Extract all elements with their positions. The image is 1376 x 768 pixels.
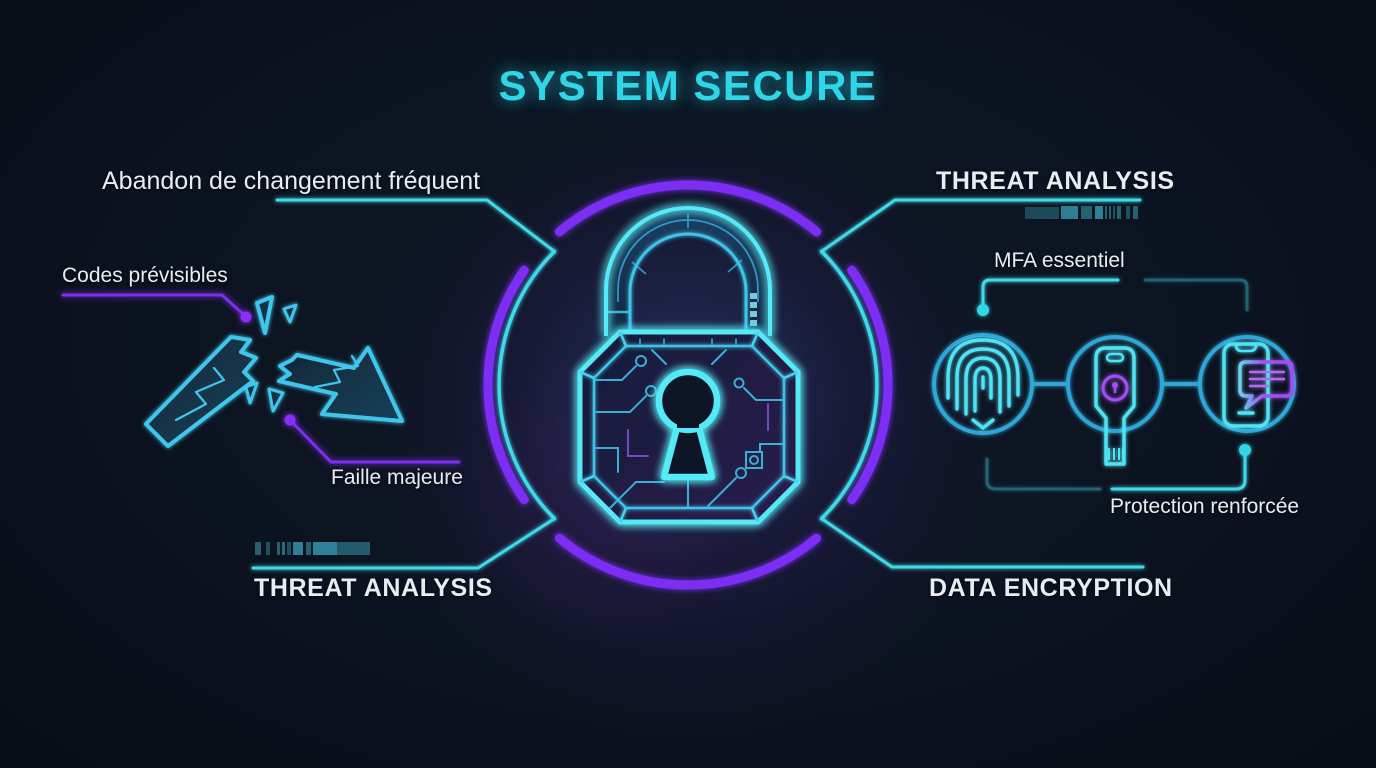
phone-message-icon: [1222, 342, 1294, 428]
callout-dots-cyan: [977, 304, 1251, 456]
icon-circle: [932, 333, 1034, 435]
shard: [255, 295, 274, 335]
callout-line-top-right: [820, 198, 1142, 253]
arrow-shaft-fragment: [144, 335, 258, 448]
broken-arrow-icon: [144, 295, 404, 448]
corner-facets: [579, 331, 799, 523]
label-abandon-changement: Abandon de changement fréquent: [102, 167, 481, 195]
mfa-connector: [981, 278, 1120, 308]
protection-connector: [1110, 451, 1247, 491]
protection-connector-faint: [985, 457, 1102, 491]
shard: [267, 387, 285, 413]
ring-cyan-arcs: [497, 249, 879, 521]
padlock-shackle: [606, 208, 770, 336]
callout-line-bottom-left: [251, 517, 556, 570]
callout-line-top-left: [275, 198, 556, 253]
callout-line-bottom-right: [820, 517, 1145, 569]
security-key-icon: [1094, 346, 1136, 466]
shard: [244, 381, 259, 405]
arrow-head-fragment: [277, 346, 404, 423]
circuit-traces: [593, 338, 785, 509]
label-protection-renforcee: Protection renforcée: [1110, 495, 1300, 518]
pixel-bar-bottom-left: [255, 542, 370, 555]
label-data-encryption: DATA ENCRYPTION: [929, 574, 1173, 602]
label-faille-majeure: Faille majeure: [331, 466, 463, 489]
label-mfa-essentiel: MFA essentiel: [994, 249, 1125, 272]
pixel-bar-top-right: [1025, 206, 1138, 219]
keyhole: [655, 368, 721, 481]
mfa-icons-row: [932, 333, 1296, 466]
phone-notch: [1234, 344, 1258, 353]
chat-bubble: [1238, 360, 1294, 410]
circuit-padlock-icon: [577, 206, 801, 525]
crack-line: [174, 366, 226, 422]
callout-lines-purple: [61, 293, 461, 464]
icon-circle: [1198, 335, 1296, 433]
ring-purple-arcs: [483, 180, 893, 590]
chat-bubble-lines: [1248, 370, 1286, 388]
fingerprint-icon: [946, 338, 1020, 431]
crack-line: [313, 354, 360, 389]
faille-connector: [288, 418, 461, 464]
shard: [282, 303, 298, 324]
page-title: SYSTEM SECURE: [498, 62, 878, 109]
label-threat-analysis-left: THREAT ANALYSIS: [254, 574, 493, 602]
circuit-traces-purple: [627, 403, 769, 457]
label-threat-analysis-right: THREAT ANALYSIS: [936, 167, 1175, 195]
codes-connector: [61, 293, 245, 316]
callout-dots-purple: [240, 311, 296, 426]
shackle-led-segments: [750, 293, 757, 326]
callout-lines-cyan: [251, 198, 1249, 570]
mfa-connector-faint: [1143, 278, 1249, 312]
label-codes-previsibles: Codes prévisibles: [62, 264, 228, 287]
icon-circle: [1066, 335, 1164, 433]
